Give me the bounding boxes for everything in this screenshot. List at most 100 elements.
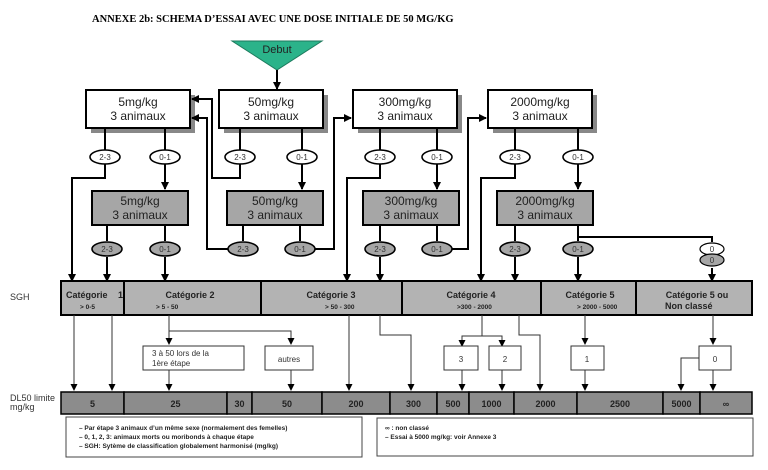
dl50-cell: 500 <box>436 391 470 415</box>
category-cell <box>60 280 125 316</box>
dose-label: 2000mg/kg <box>515 194 574 208</box>
dl50-value: 5 <box>90 399 95 409</box>
outcome-oval: 2-3 <box>224 149 256 165</box>
dose-box-step1: 300mg/kg3 animaux <box>352 89 462 133</box>
category-range: > 2000 - 5000 <box>577 304 618 311</box>
dose-label: 300mg/kg <box>385 194 438 208</box>
oval-shape <box>364 241 396 257</box>
outcome-oval: 2-3 <box>364 241 396 257</box>
dl50-value: 50 <box>282 399 292 409</box>
result-box-first-step <box>142 345 245 371</box>
category-cell <box>540 280 637 316</box>
connector <box>191 114 229 250</box>
category-range: >300 - 2000 <box>457 304 492 311</box>
dl50-value: 500 <box>445 399 460 409</box>
oval-shape <box>284 241 316 257</box>
connector <box>451 114 487 250</box>
dl50-cell: 50 <box>251 391 323 415</box>
dose-box-step2: 2000mg/kg3 animaux <box>496 190 594 226</box>
dl50-value: 300 <box>406 399 421 409</box>
dl50-value: 30 <box>234 399 244 409</box>
notes-left-box <box>65 416 363 458</box>
oval-shape <box>699 253 725 267</box>
oval-shape <box>149 149 181 165</box>
oval-label: 2-3 <box>101 245 113 254</box>
category-range: > 50 - 300 <box>325 304 355 311</box>
result-text: 1 <box>585 355 590 364</box>
category-title: Catégorie 3 <box>306 290 355 300</box>
category-title: Catégorie 4 <box>446 290 495 300</box>
dose-box-step1: 50mg/kg3 animaux <box>218 89 328 133</box>
category-range: > 5 - 50 <box>156 304 179 311</box>
oval-label: 0-1 <box>294 245 306 254</box>
oval-shape <box>149 241 181 257</box>
outcome-oval: 0-1 <box>284 241 316 257</box>
oval-label: 0-1 <box>572 245 584 254</box>
dl50-value: 1000 <box>481 399 501 409</box>
category-range: > 0-5 <box>80 304 95 311</box>
connector <box>314 114 352 250</box>
oval-shape <box>286 149 318 165</box>
oval-label: 2-3 <box>374 245 386 254</box>
animals-label: 3 animaux <box>377 109 432 123</box>
category-title: Catégorie 5 <box>565 290 614 300</box>
category-title: Catégorie 2 <box>165 290 214 300</box>
dl50-cell: 2000 <box>513 391 578 415</box>
sgh-category-5 <box>540 280 637 316</box>
oval-label: 2-3 <box>237 245 249 254</box>
dl50-cell: 200 <box>321 391 391 415</box>
dl50-unit: mg/kg <box>10 402 35 412</box>
connector <box>477 164 516 282</box>
thin-connector <box>677 357 700 391</box>
category-suffix: 1 <box>118 290 123 300</box>
outcome-oval: 2-3 <box>499 149 531 165</box>
oval-shape <box>499 149 531 165</box>
dose-label: 300mg/kg <box>379 95 432 109</box>
dose-label: 50mg/kg <box>252 194 298 208</box>
dl50-value: ∞ <box>723 399 730 409</box>
connector <box>191 95 241 179</box>
animals-label: 3 animaux <box>512 109 567 123</box>
box-frame <box>85 89 191 129</box>
oval-label: 2-3 <box>374 153 386 162</box>
sgh-category-4 <box>401 280 542 316</box>
notes-right-box <box>376 417 754 457</box>
outcome-oval: 2-3 <box>499 241 531 257</box>
outcome-oval: 2-3 <box>364 149 396 165</box>
animals-label: 3 animaux <box>247 208 302 222</box>
dl50-cell: 30 <box>226 391 253 415</box>
result-box-0 <box>698 345 732 371</box>
thin-connector <box>168 315 295 345</box>
oval-label: 0-1 <box>296 153 308 162</box>
dose-label: 5mg/kg <box>118 95 157 109</box>
outcome-oval: 0-1 <box>562 149 594 165</box>
start-label: Debut <box>262 44 291 56</box>
outcome-oval: 0-1 <box>286 149 318 165</box>
box-frame <box>218 89 324 129</box>
oval-label: 2-3 <box>509 245 521 254</box>
dl50-value: 2500 <box>610 399 630 409</box>
dose-box-step2: 50mg/kg3 animaux <box>226 190 324 226</box>
box-frame <box>496 190 594 226</box>
animals-label: 3 animaux <box>110 109 165 123</box>
box-frame <box>362 190 460 226</box>
oval-label: 0 <box>710 245 715 254</box>
result-text: 1ère étape <box>152 359 191 368</box>
sgh-category-1 <box>60 280 125 316</box>
outcome-oval: 2-3 <box>227 241 259 257</box>
dl50-cell: 2500 <box>576 391 664 415</box>
outcome-oval: 0-1 <box>562 241 594 257</box>
thin-connector <box>458 315 483 347</box>
dose-label: 5mg/kg <box>120 194 159 208</box>
dose-box-step1: 5mg/kg3 animaux <box>85 89 195 133</box>
oval-label: 2-3 <box>234 153 246 162</box>
outcome-oval: 0-1 <box>421 149 453 165</box>
outcome-oval: 2-3 <box>89 149 121 165</box>
oval-label: 0-1 <box>431 153 443 162</box>
dl50-cell: 5 <box>60 391 125 415</box>
connector <box>343 164 381 282</box>
oval-shape <box>562 149 594 165</box>
oval-shape <box>89 149 121 165</box>
sgh-category-3 <box>260 280 403 316</box>
thin-connector <box>518 315 544 391</box>
